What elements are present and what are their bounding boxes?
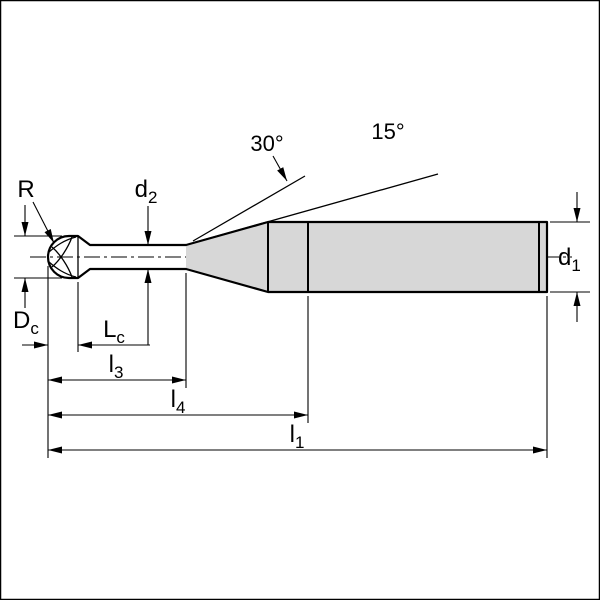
dimension-length-l1 xyxy=(48,296,548,458)
angle-30-line xyxy=(192,175,306,242)
angle-15-line xyxy=(195,173,439,243)
label-length-l1: l1 xyxy=(290,421,305,452)
label-length-l4: l4 xyxy=(171,386,186,417)
angle-30-leader-arrow xyxy=(272,155,288,182)
label-shank-diameter: d1 xyxy=(558,244,581,275)
dimension-cutter-diameter xyxy=(14,205,62,308)
label-neck-diameter: d2 xyxy=(135,176,158,207)
label-length-l3: l3 xyxy=(109,351,124,382)
shank-body-fill xyxy=(186,222,547,292)
dimension-shank-diameter xyxy=(550,192,590,322)
dimension-cutting-length xyxy=(22,282,150,352)
dimension-length-l3 xyxy=(48,273,187,388)
label-flute-length: Lc xyxy=(103,316,125,347)
label-angle-30: 30° xyxy=(250,131,283,156)
label-cutter-diameter: Dc xyxy=(13,307,39,338)
dimension-length-l4 xyxy=(48,296,309,423)
label-angle-15: 15° xyxy=(371,119,404,144)
flute-lines xyxy=(48,236,77,278)
label-radius: R xyxy=(17,176,34,203)
